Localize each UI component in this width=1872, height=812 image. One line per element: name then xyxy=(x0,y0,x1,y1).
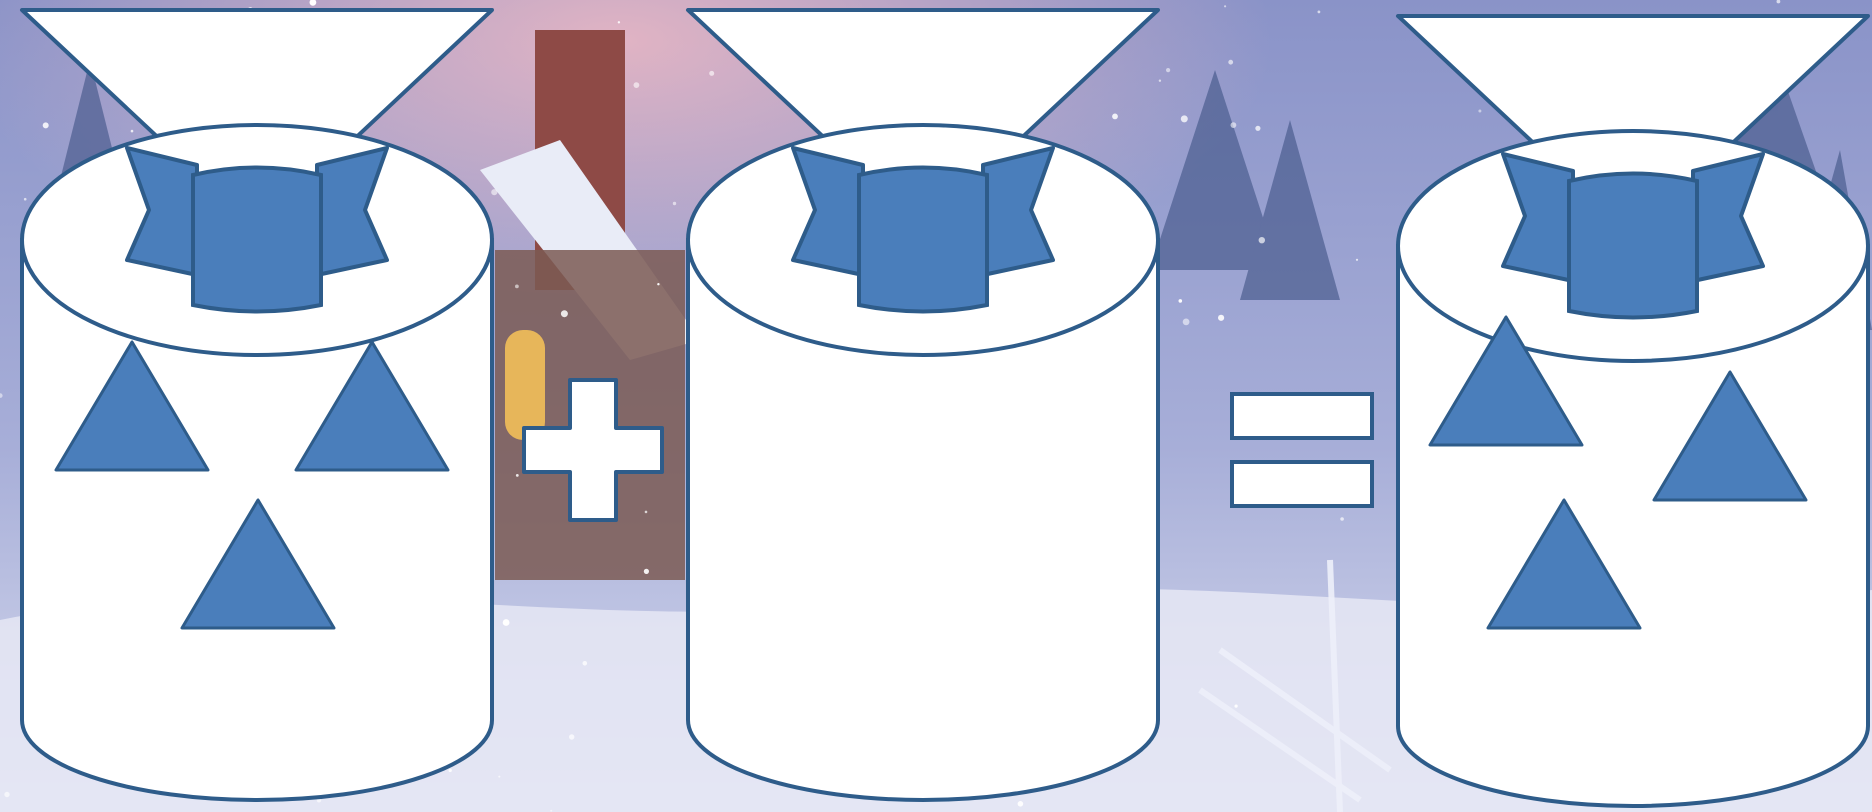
snowflake xyxy=(1478,110,1481,113)
snowflake xyxy=(24,198,27,201)
snowflake xyxy=(1112,114,1118,120)
snowflake xyxy=(449,769,452,772)
snowflake xyxy=(644,569,649,574)
snowflake xyxy=(709,71,714,76)
snowflake xyxy=(43,122,49,128)
sack-knot xyxy=(193,168,321,312)
snowflake xyxy=(561,310,568,317)
snowflake xyxy=(634,82,640,88)
snowflake xyxy=(1183,319,1190,326)
snowflake xyxy=(491,189,497,195)
snowflake xyxy=(1181,115,1188,122)
snowflake xyxy=(4,792,9,797)
sack-knot xyxy=(1569,174,1697,318)
snowflake xyxy=(1318,11,1321,14)
snowflake xyxy=(1159,80,1161,82)
snowflake xyxy=(1235,705,1238,708)
snowflake xyxy=(1255,126,1260,131)
snowflake xyxy=(498,776,500,778)
snowflake xyxy=(515,285,519,289)
snowflake xyxy=(1231,122,1237,128)
snowflake xyxy=(1018,801,1024,807)
snowflake xyxy=(1224,5,1226,7)
snowflake xyxy=(673,202,676,205)
snowflake xyxy=(1259,237,1265,243)
snowflake xyxy=(1218,315,1224,321)
snowflake xyxy=(1228,60,1233,65)
snowflake xyxy=(569,734,574,739)
snowflake xyxy=(1166,68,1170,72)
snowflake xyxy=(503,619,510,626)
sack-knot xyxy=(859,168,987,312)
snowflake xyxy=(131,130,134,133)
snowflake xyxy=(618,21,620,23)
snowflake xyxy=(1340,517,1344,521)
snowflake xyxy=(516,474,519,477)
snowflake xyxy=(583,661,588,666)
snowflake xyxy=(645,511,648,514)
snowflake xyxy=(1179,299,1183,303)
snowflake xyxy=(1356,259,1358,261)
snowflake xyxy=(657,283,659,285)
